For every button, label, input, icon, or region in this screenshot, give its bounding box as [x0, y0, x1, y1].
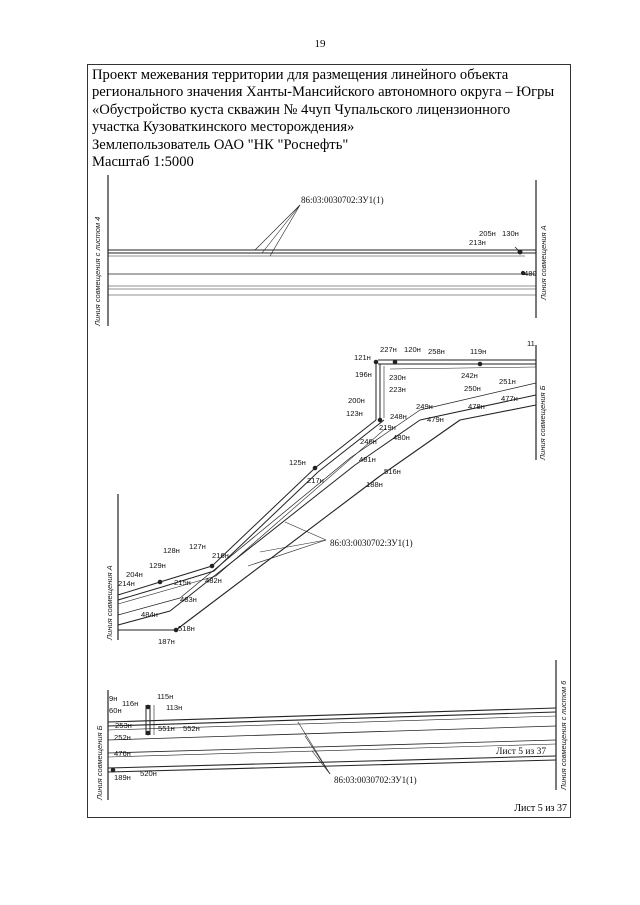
- point-115: 115н: [157, 692, 173, 701]
- point-258: 258н: [428, 347, 445, 356]
- point-215: 215н: [174, 578, 191, 587]
- point-127: 127н: [189, 542, 206, 551]
- point-484: 484н: [141, 610, 158, 619]
- parcel-label-middle: 86:03:0030702:ЗУ1(1): [330, 538, 413, 548]
- point-477: 477н: [501, 394, 518, 403]
- point-246: 246н: [360, 437, 377, 446]
- point-216: 216н: [212, 551, 229, 560]
- point-204: 204н: [126, 570, 143, 579]
- point-200: 200н: [348, 396, 365, 405]
- match-line-sheet6: Линия совмещения с листом 6: [559, 680, 568, 791]
- point-516: 516н: [384, 467, 401, 476]
- point-481: 481н: [359, 455, 376, 464]
- point-483: 483н: [180, 595, 197, 604]
- point-480n: 480н: [393, 433, 410, 442]
- match-line-b-left: Линия совмещения Б: [95, 725, 104, 801]
- point-251: 251н: [499, 377, 516, 386]
- title-line-4: участка Кузоваткинского месторождения»: [92, 119, 355, 136]
- sheet-number: Лист 5 из 37: [514, 803, 567, 814]
- point-214: 214н: [118, 579, 135, 588]
- point-551: 551н: [158, 724, 175, 733]
- point-250: 250н: [464, 384, 481, 393]
- point-121: 121н: [354, 353, 371, 362]
- section-bottom: [107, 660, 557, 800]
- point-187: 187н: [158, 637, 175, 646]
- point-113: 113н: [166, 703, 182, 712]
- point-478: 478н: [468, 402, 485, 411]
- point-552: 552н: [183, 724, 200, 733]
- parcel-label-bottom: 86:03:0030702:ЗУ1(1): [334, 775, 417, 785]
- point-188: 188н: [366, 480, 383, 489]
- point-left-9: 9н: [109, 694, 117, 703]
- point-249: 249н: [416, 402, 433, 411]
- point-left-60: 60н: [109, 706, 122, 715]
- point-219: 219н: [379, 423, 396, 432]
- point-223: 223н: [389, 385, 406, 394]
- point-11: 11: [527, 339, 535, 348]
- title-line-1: Проект межевания территории для размещен…: [92, 67, 509, 83]
- section-middle: [117, 345, 537, 640]
- title-line-2: регионального значения Ханты-Мансийского…: [92, 84, 555, 101]
- point-242: 242н: [461, 371, 478, 380]
- point-482: 482н: [205, 576, 222, 585]
- title-line-3: «Обустройство куста скважин № 4чуп Чупал…: [92, 101, 511, 118]
- point-128: 128н: [163, 546, 180, 555]
- point-196: 196н: [355, 370, 372, 379]
- point-130: 130н: [502, 229, 519, 238]
- point-217: 217н: [307, 476, 324, 485]
- point-129: 129н: [149, 561, 166, 570]
- point-518: 518н: [178, 624, 195, 633]
- title-block: Проект межевания территории для размещен…: [92, 67, 570, 171]
- match-line-a-top: Линия совмещения А: [539, 225, 548, 301]
- page-number: 19: [314, 38, 326, 50]
- point-213: 213н: [469, 238, 486, 247]
- landowner-line: Землепользователь ОАО "НК "Роснефть": [92, 136, 349, 153]
- match-line-a-left: Линия совмещения А: [105, 565, 114, 641]
- match-line-b-right: Линия совмещения Б: [538, 385, 547, 461]
- point-116: 116н: [122, 699, 138, 708]
- section-top: [107, 175, 537, 326]
- point-253: 253н: [115, 721, 132, 730]
- point-230: 230н: [389, 373, 406, 382]
- scale-line: Масштаб 1:5000: [92, 154, 194, 171]
- point-227: 227н: [380, 345, 397, 354]
- point-120: 120н: [404, 345, 421, 354]
- point-123: 123н: [346, 409, 363, 418]
- point-189: 189н: [114, 773, 131, 782]
- point-252: 252н: [114, 733, 131, 742]
- drawing-frame: [87, 64, 571, 818]
- point-248: 248н: [390, 412, 407, 421]
- point-476: 476н: [114, 749, 131, 758]
- match-line-sheet4: Линия совмещения с листом 4: [93, 217, 102, 327]
- point-480: 480: [524, 269, 537, 278]
- point-119: 119н: [470, 347, 486, 356]
- point-520: 520н: [140, 769, 157, 778]
- point-125: 125н: [289, 458, 306, 467]
- parcel-label-top: 86:03:0030702:ЗУ1(1): [301, 195, 384, 205]
- inner-sheet-label: Лист 5 из 37: [496, 747, 546, 757]
- point-479: 479н: [427, 415, 444, 424]
- point-205: 205н: [479, 229, 496, 238]
